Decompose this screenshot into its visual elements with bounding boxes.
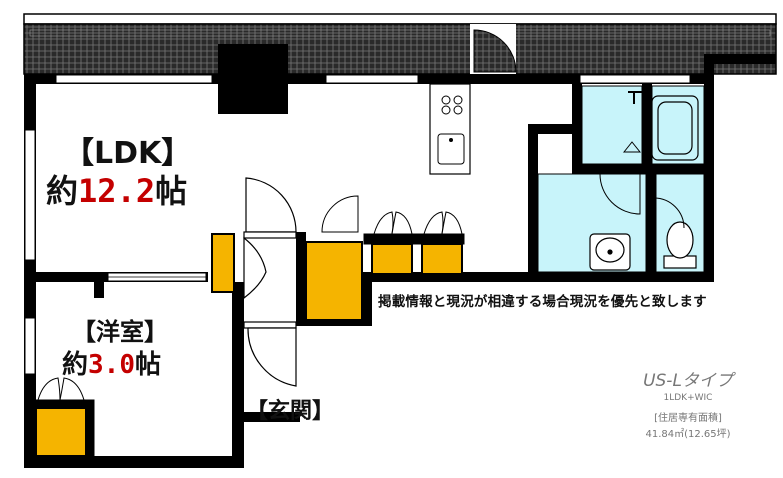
ldk-room-area: 約12.2帖 (46, 166, 187, 212)
bath-door (572, 171, 642, 215)
shower-fixture (622, 91, 650, 153)
yoshitsu-right-wall (232, 282, 244, 422)
floor-area-value: 41.84㎡(12.65坪) (645, 429, 731, 440)
side-windows (24, 129, 36, 375)
ldk-yoshitsu-partition (36, 272, 208, 298)
storage-closets (35, 233, 463, 457)
yoshitsu-area-unit: 帖 (134, 350, 161, 380)
closet-doors (35, 195, 465, 457)
toilet (663, 221, 697, 269)
ldk-area-prefix: 約 (46, 172, 79, 210)
yoshitsu-room-area: 約3.0帖 (62, 344, 161, 381)
washbasin (589, 233, 631, 271)
notice-text: 掲載情報と現況が相違する場合現況を優先と致します (378, 294, 707, 310)
pipe-shaft (218, 44, 288, 114)
unit-type-info: US-Lタイプ 1LDK+WIC [住居専有面積] 41.84㎡(12.65坪) (640, 366, 736, 440)
genkan-room-title: 【玄関】 (246, 399, 335, 424)
toilet-door (651, 188, 685, 236)
floor-area-label: [住居専有面積] (654, 413, 722, 424)
balcony-door (470, 24, 517, 74)
ldk-area-value: 12.2 (78, 172, 156, 210)
yoshitsu-area-prefix: 約 (62, 350, 89, 380)
ldk-room-title: 【LDK】 (64, 136, 192, 171)
bathroom-walls (528, 84, 706, 272)
ldk-area-unit: 帖 (155, 172, 188, 210)
bathtub (651, 95, 699, 161)
ldk-entry-door (243, 177, 297, 239)
balcony (23, 13, 777, 75)
top-windows (55, 74, 691, 84)
unit-type-name: US-Lタイプ (643, 371, 733, 391)
genkan-doors (243, 236, 297, 387)
yoshitsu-area-value: 3.0 (88, 350, 135, 380)
unit-layout: 1LDK+WIC (663, 393, 713, 403)
yoshitsu-room-title: 【洋室】 (72, 318, 168, 346)
kitchen-counter (429, 83, 471, 175)
